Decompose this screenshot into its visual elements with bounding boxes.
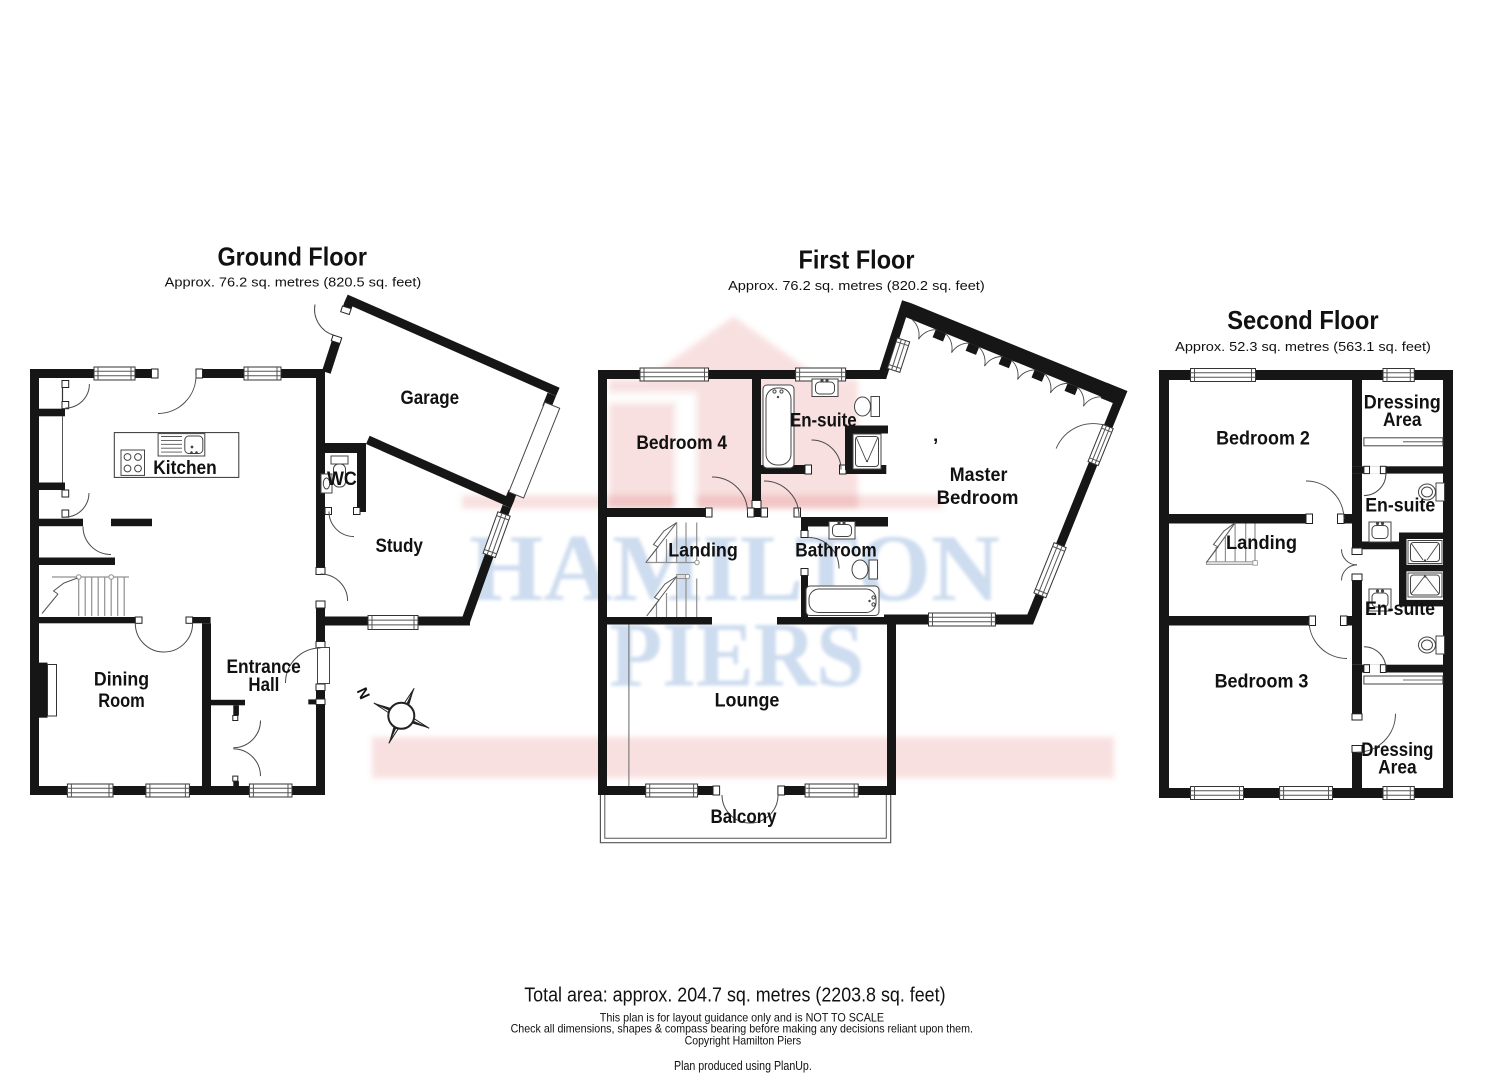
svg-text:Ground Floor: Ground Floor: [217, 241, 367, 271]
svg-text:Area: Area: [1383, 410, 1422, 431]
svg-text:Master: Master: [950, 465, 1008, 486]
svg-text:HAMILTON: HAMILTON: [469, 515, 1000, 621]
svg-text:Landing: Landing: [1226, 533, 1297, 554]
svg-text:Bedroom 2: Bedroom 2: [1216, 428, 1310, 449]
svg-text:En-suite: En-suite: [790, 411, 857, 432]
svg-text:Hall: Hall: [248, 675, 279, 696]
svg-text:En-suite: En-suite: [1365, 496, 1435, 517]
svg-text:Lounge: Lounge: [715, 691, 780, 712]
svg-text:Total area: approx. 204.7 sq.: Total area: approx. 204.7 sq. metres (22…: [524, 984, 945, 1006]
svg-text:Bedroom 4: Bedroom 4: [636, 433, 727, 454]
svg-text:N: N: [354, 685, 374, 702]
svg-text:WC: WC: [327, 469, 357, 490]
svg-text:Bedroom: Bedroom: [937, 488, 1019, 509]
svg-text:This plan is for layout guidan: This plan is for layout guidance only an…: [600, 1011, 884, 1025]
svg-text:Check all dimensions, shapes &: Check all dimensions, shapes & compass b…: [511, 1022, 973, 1036]
svg-text:Landing: Landing: [668, 541, 738, 562]
svg-text:Approx. 76.2 sq. metres (820.5: Approx. 76.2 sq. metres (820.5 sq. feet): [165, 275, 422, 290]
svg-text:Approx. 52.3 sq. metres (563.1: Approx. 52.3 sq. metres (563.1 sq. feet): [1175, 339, 1431, 354]
svg-text:Kitchen: Kitchen: [153, 458, 217, 479]
svg-text:’: ’: [933, 436, 938, 457]
svg-text:Area: Area: [1378, 758, 1417, 779]
svg-text:Room: Room: [98, 691, 145, 712]
svg-text:Second Floor: Second Floor: [1227, 305, 1378, 335]
svg-text:Copyright Hamilton Piers: Copyright Hamilton Piers: [685, 1034, 802, 1048]
svg-text:Bedroom 3: Bedroom 3: [1215, 671, 1309, 692]
svg-text:Dining: Dining: [94, 670, 149, 691]
svg-text:Balcony: Balcony: [710, 807, 776, 828]
svg-text:Entrance: Entrance: [226, 657, 300, 678]
svg-text:Garage: Garage: [401, 388, 460, 409]
svg-text:Study: Study: [375, 536, 423, 557]
svg-text:Dressing: Dressing: [1364, 393, 1441, 414]
svg-text:Plan produced using PlanUp.: Plan produced using PlanUp.: [674, 1059, 812, 1073]
svg-text:Bathroom: Bathroom: [795, 541, 876, 562]
svg-text:En-suite: En-suite: [1365, 599, 1435, 620]
svg-text:Dressing: Dressing: [1361, 740, 1433, 761]
svg-text:Approx. 76.2 sq. metres (820.2: Approx. 76.2 sq. metres (820.2 sq. feet): [728, 278, 985, 293]
svg-text:First Floor: First Floor: [799, 245, 915, 275]
